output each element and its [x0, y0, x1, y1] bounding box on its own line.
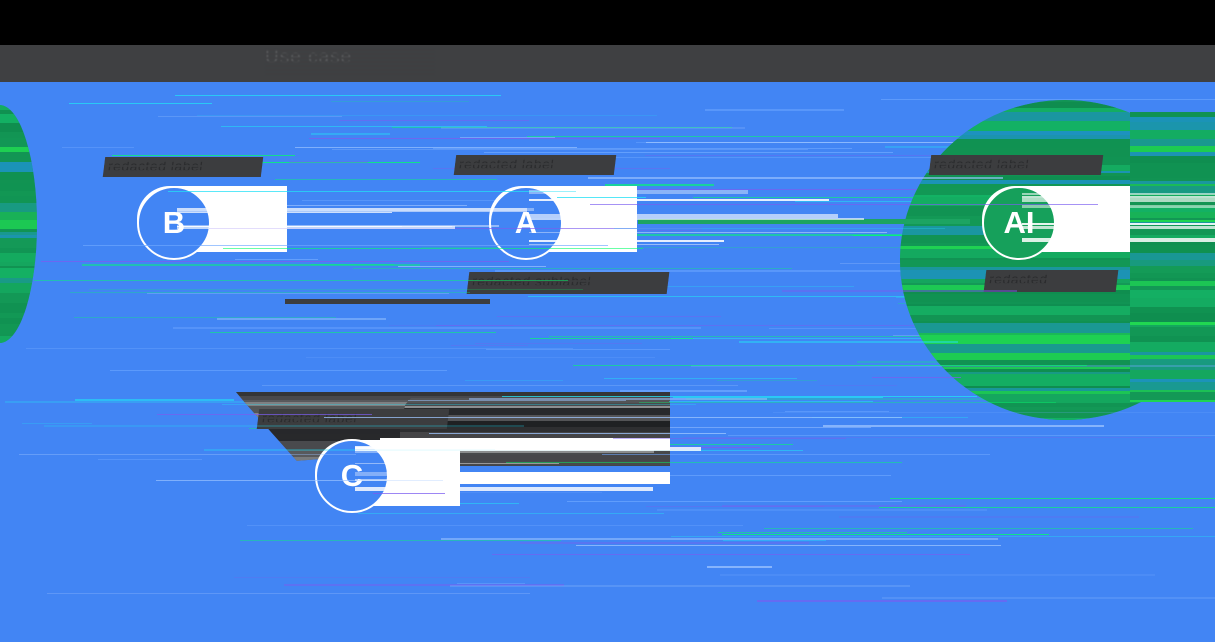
pill-smear-streak: [355, 450, 654, 453]
node-a-label: redacted label: [453, 155, 617, 175]
pill-smear-streak: [529, 240, 724, 242]
pill-smear-streak: [1022, 223, 1215, 225]
node-c-label: redacted label: [256, 409, 450, 429]
header-bar: [0, 45, 1215, 82]
green-blob-left: [0, 105, 37, 343]
pill-smear-streak: [1022, 226, 1215, 229]
green-blob-smear: [1130, 112, 1215, 402]
diagram-canvas[interactable]: redacted label B redacted label A redact…: [0, 82, 1215, 642]
title-bar: [0, 0, 1215, 45]
edge-a-to-ai: [638, 219, 970, 224]
node-a-sublabel: redacted sublabel: [466, 272, 670, 294]
node-c-smear-bottom: [412, 472, 670, 484]
pill-smear-streak: [355, 487, 653, 491]
edge-b-to-a: [285, 299, 490, 304]
pill-smear-streak: [177, 212, 392, 213]
pill-smear-streak: [529, 244, 719, 245]
pill-smear-streak: [1022, 193, 1215, 195]
pill-smear-streak: [1022, 198, 1215, 202]
pill-smear-streak: [1022, 196, 1215, 198]
pill-smear-streak: [529, 199, 829, 201]
node-a-initial: A: [514, 205, 538, 240]
pill-smear-streak: [529, 190, 748, 194]
page-title: Use case: [265, 47, 435, 75]
pill-smear-streak: [529, 214, 838, 218]
pill-smear-streak: [177, 226, 452, 227]
pill-smear-streak: [355, 472, 638, 476]
pill-smear-streak: [355, 446, 589, 449]
node-b-label: redacted label: [102, 157, 264, 177]
node-c-initial: C: [340, 458, 364, 493]
pill-smear-streak: [1022, 205, 1215, 208]
pill-smear-streak: [1022, 238, 1215, 242]
pill-smear-streak: [355, 463, 559, 464]
node-a[interactable]: A: [489, 186, 563, 260]
pill-smear-streak: [355, 447, 701, 451]
node-b[interactable]: B: [137, 186, 211, 260]
node-c[interactable]: C: [315, 439, 389, 513]
node-ai-sublabel: redacted: [983, 270, 1119, 292]
pill-smear-streak: [177, 208, 527, 212]
pill-smear-streak: [355, 479, 598, 481]
node-ai-label: redacted label: [928, 155, 1104, 175]
pill-smear-streak: [529, 232, 887, 233]
pill-smear-streak: [529, 218, 864, 220]
node-b-initial: B: [162, 205, 186, 240]
node-ai-initial: AI: [1003, 205, 1035, 240]
pill-smear-streak: [177, 226, 455, 229]
